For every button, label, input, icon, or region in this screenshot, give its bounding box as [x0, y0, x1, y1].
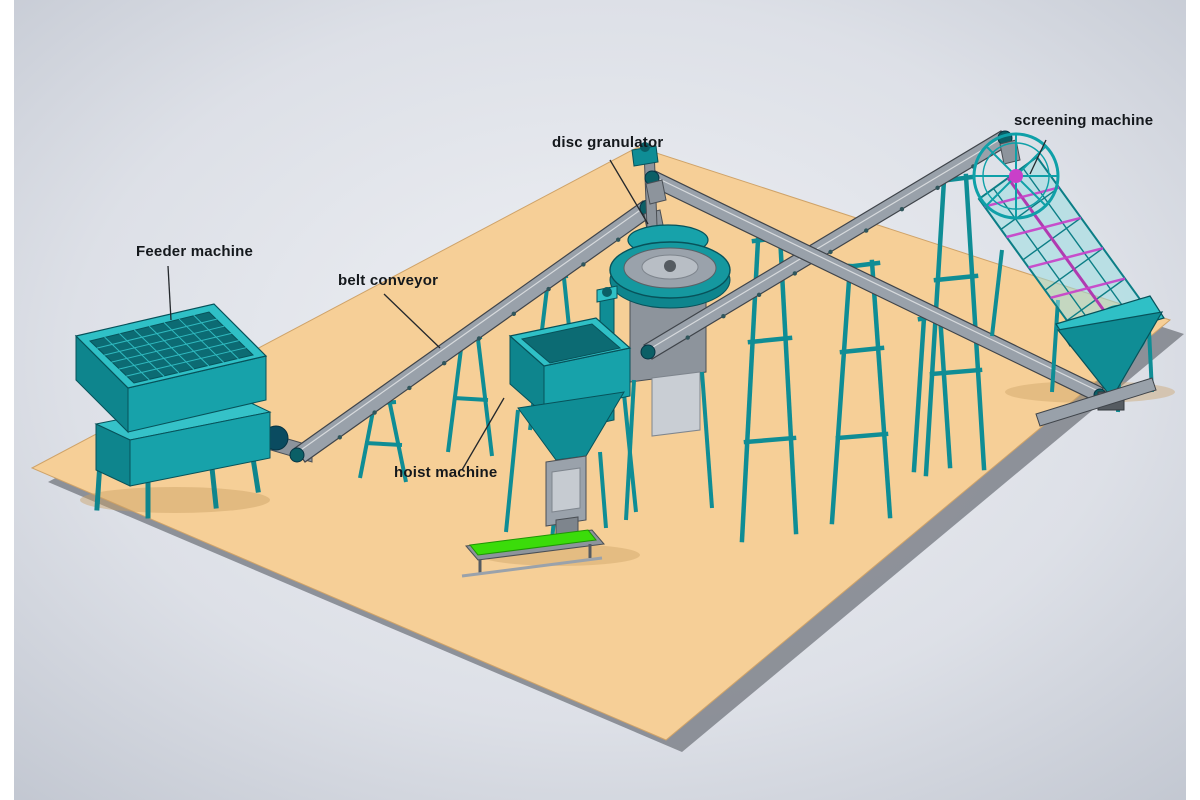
feeder-shadow — [80, 487, 270, 513]
hoist-machine-label: hoist machine — [394, 464, 498, 481]
feeder-machine-label: Feeder machine — [136, 243, 254, 260]
green-base-plate — [469, 529, 597, 556]
drum-axis — [1006, 177, 1120, 331]
feeder-grid-mesh — [96, 314, 247, 381]
conveyor-rollers — [337, 237, 621, 440]
return-conveyor-graphic — [644, 170, 1107, 403]
screening-machine-label: screening machine — [1014, 112, 1154, 129]
hoist-machine-graphic — [461, 285, 638, 578]
screening-machine-graphic — [972, 132, 1165, 427]
leader-lines — [167, 139, 1047, 471]
drum-end-ring — [972, 132, 1060, 220]
feeder-machine-graphic — [74, 303, 313, 519]
belt-conveyor-label: belt conveyor — [338, 272, 439, 289]
conveyor-to-screening-graphic — [640, 130, 1021, 360]
disc-granulator-label: disc granulator — [552, 134, 664, 151]
